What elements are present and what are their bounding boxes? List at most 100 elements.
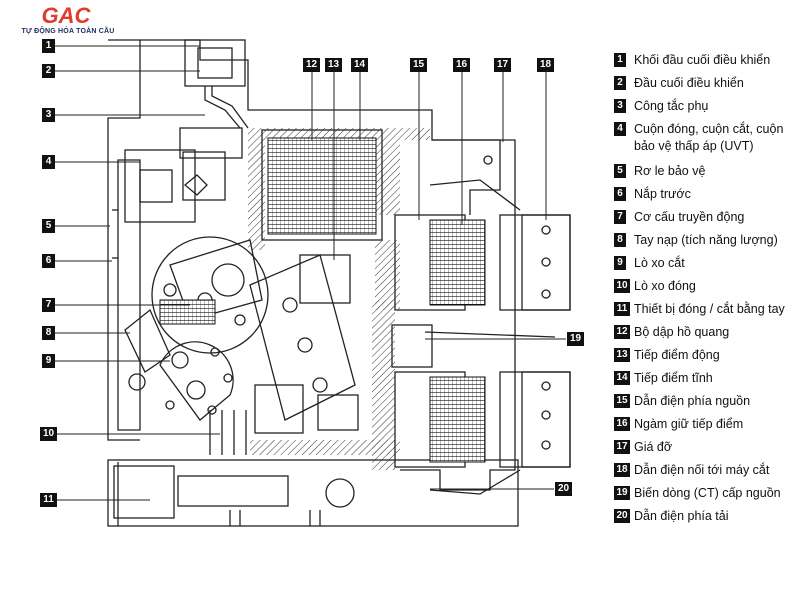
callout-5: 5 — [42, 219, 55, 233]
legend-item: 7 Cơ cấu truyền động — [614, 209, 798, 232]
legend-number: 16 — [614, 417, 630, 431]
callout-4: 4 — [42, 155, 55, 169]
legend-label: Dẫn điện nối tới máy cắt — [634, 463, 770, 477]
legend-number: 3 — [614, 99, 626, 113]
callout-8: 8 — [42, 326, 55, 340]
legend-label: Cơ cấu truyền động — [634, 210, 745, 224]
callout-11: 11 — [40, 493, 57, 507]
legend-item: 5 Rơ le bảo vệ — [614, 163, 798, 186]
legend-item: 2 Đầu cuối điều khiển — [614, 75, 798, 98]
legend-label: Công tắc phụ — [634, 99, 709, 113]
legend-item: 19 Biến dòng (CT) cấp nguồn — [614, 485, 798, 508]
legend-number: 14 — [614, 371, 630, 385]
legend-item: 14 Tiếp điểm tĩnh — [614, 370, 798, 393]
closing-cam — [159, 341, 234, 421]
legend-number: 17 — [614, 440, 630, 454]
legend-label: Tiếp điểm động — [634, 348, 720, 362]
upper-terminal — [521, 214, 571, 311]
gac-logo: GAC TỰ ĐỘNG HÓA TOÀN CẦU — [6, 4, 126, 40]
callout-3: 3 — [42, 108, 55, 122]
legend-number: 9 — [614, 256, 626, 270]
control-terminal-block — [184, 39, 246, 87]
legend-item: 11 Thiết bị đóng / cắt bằng tay — [614, 301, 798, 324]
legend-number: 18 — [614, 463, 630, 477]
legend-label: Biến dòng (CT) cấp nguồn — [634, 486, 781, 500]
legend-item: 4 Cuộn đóng, cuộn cắt, cuộn bảo vệ thấp á… — [614, 121, 798, 163]
coil-block — [124, 149, 196, 223]
legend-number: 7 — [614, 210, 626, 224]
current-transformer — [391, 324, 433, 368]
callout-20: 20 — [555, 482, 572, 496]
legend-label: Rơ le bảo vệ — [634, 164, 706, 178]
callout-12: 12 — [303, 58, 320, 72]
legend-item: 13 Tiếp điểm động — [614, 347, 798, 370]
legend-item: 20 Dẫn điện phía tải — [614, 508, 798, 531]
legend-item: 17 Giá đỡ — [614, 439, 798, 462]
closing-spring — [209, 410, 247, 455]
legend-item: 10 Lò xo đóng — [614, 278, 798, 301]
hatched-regions — [248, 128, 430, 470]
callout-9: 9 — [42, 354, 55, 368]
legend-label: Lò xo cắt — [634, 256, 685, 270]
callout-7: 7 — [42, 298, 55, 312]
legend-number: 1 — [614, 53, 626, 67]
callout-10: 10 — [40, 427, 57, 441]
mechanism-wheel — [151, 236, 269, 354]
callout-2: 2 — [42, 64, 55, 78]
base-frame — [107, 459, 519, 527]
gac-logo-mark: GAC — [42, 4, 92, 26]
legend-number: 5 — [614, 164, 626, 178]
legend-number: 8 — [614, 233, 626, 247]
charging-handle — [124, 308, 171, 373]
callout-19: 19 — [567, 332, 584, 346]
leader-lines — [55, 45, 566, 501]
callout-17: 17 — [494, 58, 511, 72]
front-cover — [117, 159, 141, 431]
legend-number: 4 — [614, 122, 626, 136]
lower-terminal — [521, 371, 571, 468]
legend-label: Khối đầu cuối điều khiển — [634, 53, 771, 67]
callout-13: 13 — [325, 58, 342, 72]
callout-18: 18 — [537, 58, 554, 72]
legend-item: 12 Bộ dập hồ quang — [614, 324, 798, 347]
legend-label: Giá đỡ — [634, 440, 673, 454]
breaker-cross-section-diagram — [55, 39, 571, 527]
legend-label: Tiếp điểm tĩnh — [634, 371, 713, 385]
callout-14: 14 — [351, 58, 368, 72]
gac-logo-wordmark: GAC — [42, 4, 92, 26]
legend-item: 18 Dẫn điện nối tới máy cắt — [614, 462, 798, 485]
legend-number: 6 — [614, 187, 626, 201]
callout-6: 6 — [42, 254, 55, 268]
legend-number: 12 — [614, 325, 630, 339]
legend-item: 8 Tay nạp (tích năng lượng) — [614, 232, 798, 255]
logo-tagline: TỰ ĐỘNG HÓA TOÀN CẦU — [21, 28, 115, 35]
legend-label: Đầu cuối điều khiển — [634, 76, 744, 90]
callout-15: 15 — [410, 58, 427, 72]
contact-plates — [159, 137, 486, 463]
legend-label: Dẫn điện phía nguồn — [634, 394, 751, 408]
legend-label: Nắp trước — [634, 187, 691, 201]
manual-operation-button — [325, 478, 355, 508]
legend-number: 19 — [614, 486, 630, 500]
legend-label: Bộ dập hồ quang — [634, 325, 730, 339]
legend-number: 15 — [614, 394, 630, 408]
legend-label: Ngàm giữ tiếp điểm — [634, 417, 744, 431]
legend-item: 9 Lò xo cắt — [614, 255, 798, 278]
legend-number: 11 — [614, 302, 630, 316]
legend-label: Tay nạp (tích năng lượng) — [634, 233, 778, 247]
legend-item: 6 Nắp trước — [614, 186, 798, 209]
legend-number: 2 — [614, 76, 626, 90]
legend-label: Dẫn điện phía tải — [634, 509, 729, 523]
legend-label: Cuộn đóng, cuộn cắt, cuộn bảo vệ thấp áp… — [634, 122, 784, 153]
moving-contact — [249, 254, 356, 421]
legend-label: Lò xo đóng — [634, 279, 696, 293]
legend-number: 10 — [614, 279, 630, 293]
legend-label: Thiết bị đóng / cắt bằng tay — [634, 302, 785, 316]
legend-number: 20 — [614, 509, 630, 523]
legend-item: 16 Ngàm giữ tiếp điểm — [614, 416, 798, 439]
legend-item: 15 Dẫn điện phía nguồn — [614, 393, 798, 416]
callout-16: 16 — [453, 58, 470, 72]
component-legend: 1 Khối đầu cuối điều khiển 2 Đầu cuối điều… — [614, 52, 798, 531]
legend-item: 3 Công tắc phụ — [614, 98, 798, 121]
legend-number: 13 — [614, 348, 630, 362]
